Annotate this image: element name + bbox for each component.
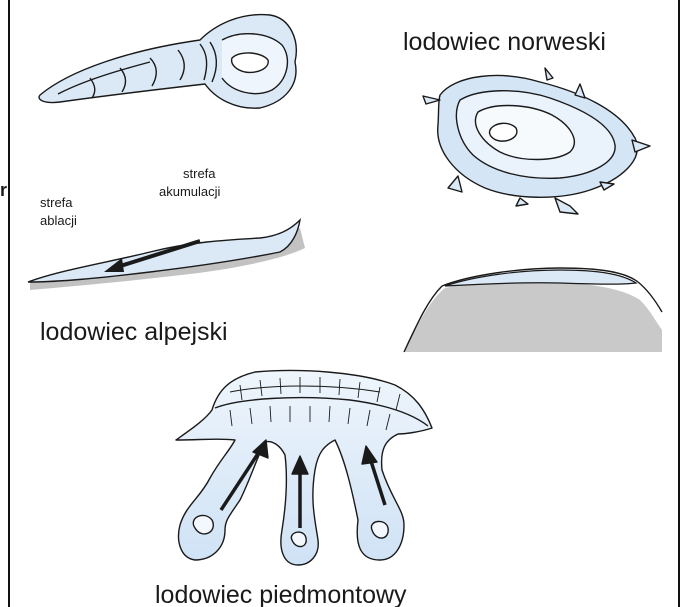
label-accumulation-line1: strefa [183,166,216,181]
norwegian-glacier-profile [404,268,662,352]
norwegian-glacier-plan [423,68,650,214]
piedmont-glacier [176,371,432,565]
label-ablation-line1: strefa [40,195,73,210]
label-piedmont-glacier: lodowiec piedmontowy [155,581,407,607]
label-accumulation-line2: akumulacji [159,184,221,199]
label-alpine-glacier: lodowiec alpejski [40,318,228,346]
label-norwegian-glacier: lodowiec norweski [403,28,606,56]
alpine-glacier-profile [28,220,305,290]
alpine-glacier-plan [39,15,296,109]
label-ablation-line2: ablacji [40,213,77,228]
edge-text-fragment: r [0,180,7,200]
